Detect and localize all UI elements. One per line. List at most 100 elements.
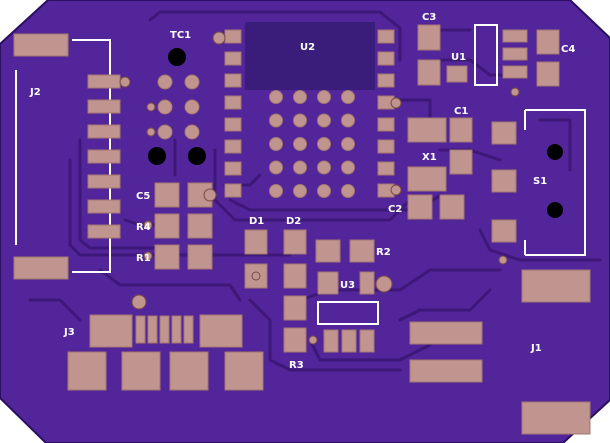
pad	[224, 73, 242, 88]
bga-ball	[293, 160, 307, 175]
tc1-pad	[157, 124, 173, 140]
pad	[244, 229, 268, 255]
pad	[87, 224, 121, 239]
pad	[224, 183, 242, 198]
via	[510, 87, 520, 97]
u1-silkscreen	[474, 24, 498, 86]
bga-ball	[317, 160, 331, 175]
pad	[224, 51, 242, 66]
pad	[377, 51, 395, 66]
pad	[315, 239, 341, 263]
bga-ball	[341, 160, 355, 175]
pad	[407, 166, 447, 192]
bga-ball	[293, 137, 307, 151]
pad	[283, 295, 307, 321]
pad	[154, 182, 180, 208]
pad	[417, 59, 441, 86]
labels: TC1 U2 C3 U1 C4 J2 C1 X1 S1 C5 R4 R1 D1 …	[29, 12, 575, 371]
label-r4: R4	[136, 222, 151, 233]
via	[390, 184, 402, 196]
tc1-pad	[184, 124, 200, 140]
label-r1: R1	[136, 253, 151, 264]
label-s1: S1	[533, 176, 547, 187]
pad	[67, 351, 107, 391]
tc1-pad	[157, 74, 173, 90]
pad	[502, 65, 528, 79]
via	[308, 335, 318, 345]
pad	[87, 99, 121, 114]
via	[203, 188, 217, 202]
via	[131, 294, 147, 310]
bga-ball	[269, 113, 283, 128]
pad	[224, 117, 242, 132]
pad	[359, 271, 375, 295]
pad	[323, 329, 339, 353]
pad	[135, 315, 146, 344]
label-j1: J1	[530, 343, 542, 354]
pad	[377, 161, 395, 176]
pad	[87, 199, 121, 214]
label-u1: U1	[451, 52, 466, 63]
u2-bga-balls	[269, 90, 355, 198]
pad	[13, 33, 69, 57]
pad	[224, 139, 242, 154]
via	[143, 251, 153, 261]
pad	[409, 359, 483, 383]
bga-ball	[341, 137, 355, 151]
pad	[439, 194, 465, 220]
bga-ball	[317, 90, 331, 104]
bga-ball	[293, 184, 307, 198]
pad	[283, 263, 307, 289]
bga-ball	[293, 113, 307, 128]
bga-ball	[341, 113, 355, 128]
u3-silkscreen	[317, 301, 379, 325]
pad	[349, 239, 375, 263]
pad	[187, 213, 213, 239]
label-x1: X1	[422, 152, 437, 163]
holes	[148, 48, 563, 218]
pad	[417, 24, 441, 51]
label-d2: D2	[286, 216, 301, 227]
bga-ball	[317, 113, 331, 128]
label-c1: C1	[454, 106, 468, 117]
label-d1: D1	[249, 216, 264, 227]
bga-ball	[269, 160, 283, 175]
pad	[154, 213, 180, 239]
bga-ball	[293, 90, 307, 104]
pad	[283, 229, 307, 255]
pad	[377, 29, 395, 44]
via	[498, 255, 508, 265]
pad	[87, 74, 121, 89]
via	[390, 97, 402, 109]
label-c4: C4	[561, 44, 575, 55]
pad	[359, 329, 375, 353]
pad	[87, 174, 121, 189]
tc1-pad	[157, 99, 173, 115]
pad	[199, 314, 243, 348]
pad	[446, 65, 468, 83]
pad	[377, 73, 395, 88]
pad	[502, 47, 528, 61]
tc1-pads	[157, 74, 200, 140]
pad	[491, 169, 517, 193]
tc1-pad	[184, 99, 200, 115]
label-c2: C2	[388, 204, 402, 215]
pad	[283, 327, 307, 353]
label-u3: U3	[340, 280, 355, 291]
pad	[449, 149, 473, 175]
pad	[121, 351, 161, 391]
pad	[377, 139, 395, 154]
tc1-hole	[148, 147, 166, 165]
label-j3: J3	[63, 327, 75, 338]
pad	[224, 351, 264, 391]
tc1-hole	[188, 147, 206, 165]
tc1-hole	[168, 48, 186, 66]
via	[375, 275, 393, 293]
bga-ball	[269, 90, 283, 104]
pad	[147, 315, 158, 344]
pad	[224, 29, 242, 44]
label-r3: R3	[289, 360, 304, 371]
pad	[521, 401, 591, 435]
bga-ball	[317, 184, 331, 198]
pad	[407, 194, 433, 220]
